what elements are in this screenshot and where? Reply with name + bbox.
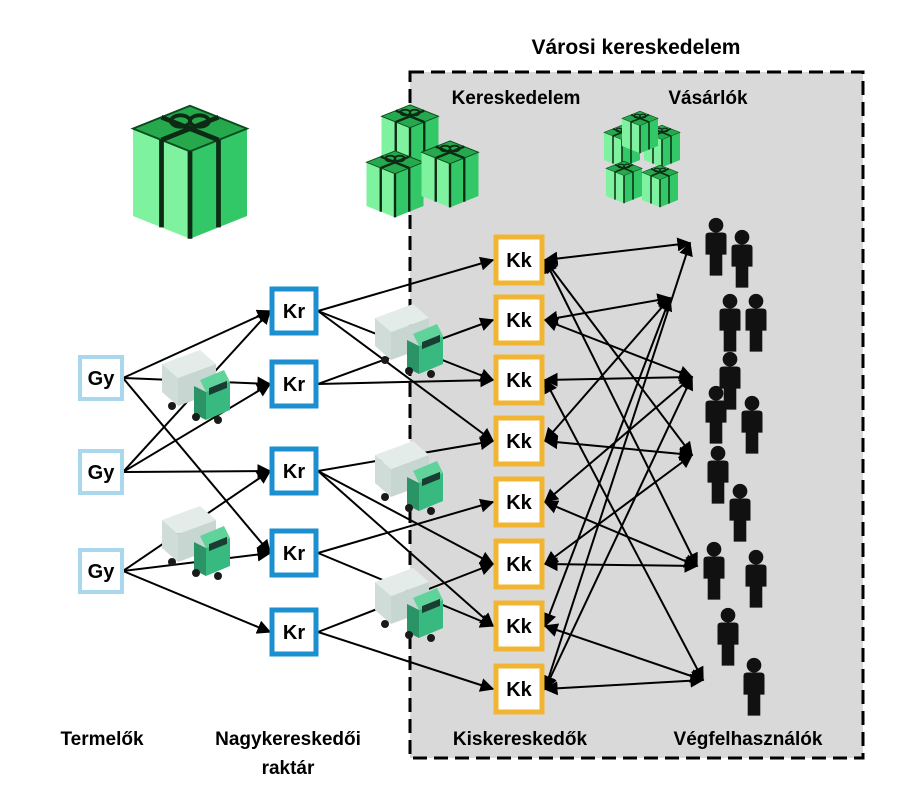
wholesale-label-line1: Nagykereskedői xyxy=(215,729,361,750)
retail-node: Kk xyxy=(493,476,545,528)
retail-node: Kk xyxy=(493,415,545,467)
retail-node: Kk xyxy=(493,234,545,286)
zone-title: Városi kereskedelem xyxy=(532,36,741,59)
producer-node-label: Gy xyxy=(88,561,116,583)
flow-arrow xyxy=(317,310,495,442)
flow-arrow xyxy=(122,464,272,479)
wholesale-node-label: Kr xyxy=(283,543,305,565)
retail-node-label: Kk xyxy=(506,431,532,453)
end-users-label: Végfelhasználók xyxy=(674,729,823,750)
large-gift-box-icon xyxy=(133,106,247,239)
retail-node: Kk xyxy=(493,354,545,406)
retail-node-label: Kk xyxy=(506,679,532,701)
retail-node-label: Kk xyxy=(506,554,532,576)
wholesale-node: Kr xyxy=(269,359,319,409)
retail-node: Kk xyxy=(493,538,545,590)
flow-arrow xyxy=(317,256,495,312)
retail-node: Kk xyxy=(493,600,545,652)
retail-node-label: Kk xyxy=(506,310,532,332)
flow-arrow xyxy=(317,498,495,554)
retailers-label: Kiskereskedők xyxy=(453,729,588,750)
producers-label: Termelők xyxy=(60,729,144,750)
flow-arrow xyxy=(122,570,272,634)
retail-node-label: Kk xyxy=(506,492,532,514)
wholesale-node-label: Kr xyxy=(283,622,305,644)
flow-arrow xyxy=(317,470,495,565)
buyers-label: Vásárlók xyxy=(668,88,748,109)
producer-node: Gy xyxy=(78,548,124,594)
flow-arrow xyxy=(122,383,272,473)
flow-arrow xyxy=(317,470,495,627)
producer-node: Gy xyxy=(78,449,124,495)
retail-node: Kk xyxy=(493,294,545,346)
trade-label: Kereskedelem xyxy=(452,88,581,109)
producer-node: Gy xyxy=(78,355,124,401)
wholesale-node: Kr xyxy=(269,528,319,578)
producer-node-label: Gy xyxy=(88,368,116,390)
retail-node: Kk xyxy=(493,663,545,715)
wholesale-label-line2: raktár xyxy=(262,758,315,779)
wholesale-node: Kr xyxy=(269,286,319,336)
wholesale-node: Kr xyxy=(269,446,319,496)
retail-node-label: Kk xyxy=(506,250,532,272)
truck-icon xyxy=(162,350,230,424)
wholesale-node-label: Kr xyxy=(283,374,305,396)
producer-node-label: Gy xyxy=(88,462,116,484)
retail-node-label: Kk xyxy=(506,616,532,638)
flow-arrow xyxy=(122,377,271,555)
flow-arrow xyxy=(122,309,272,379)
flow-arrow xyxy=(317,373,495,388)
flow-arrow xyxy=(317,631,495,692)
flow-arrow xyxy=(542,241,693,691)
wholesale-node: Kr xyxy=(269,607,319,657)
wholesale-node-label: Kr xyxy=(283,461,305,483)
retail-node-label: Kk xyxy=(506,370,532,392)
wholesale-node-label: Kr xyxy=(283,301,305,323)
truck-icon xyxy=(162,506,230,580)
